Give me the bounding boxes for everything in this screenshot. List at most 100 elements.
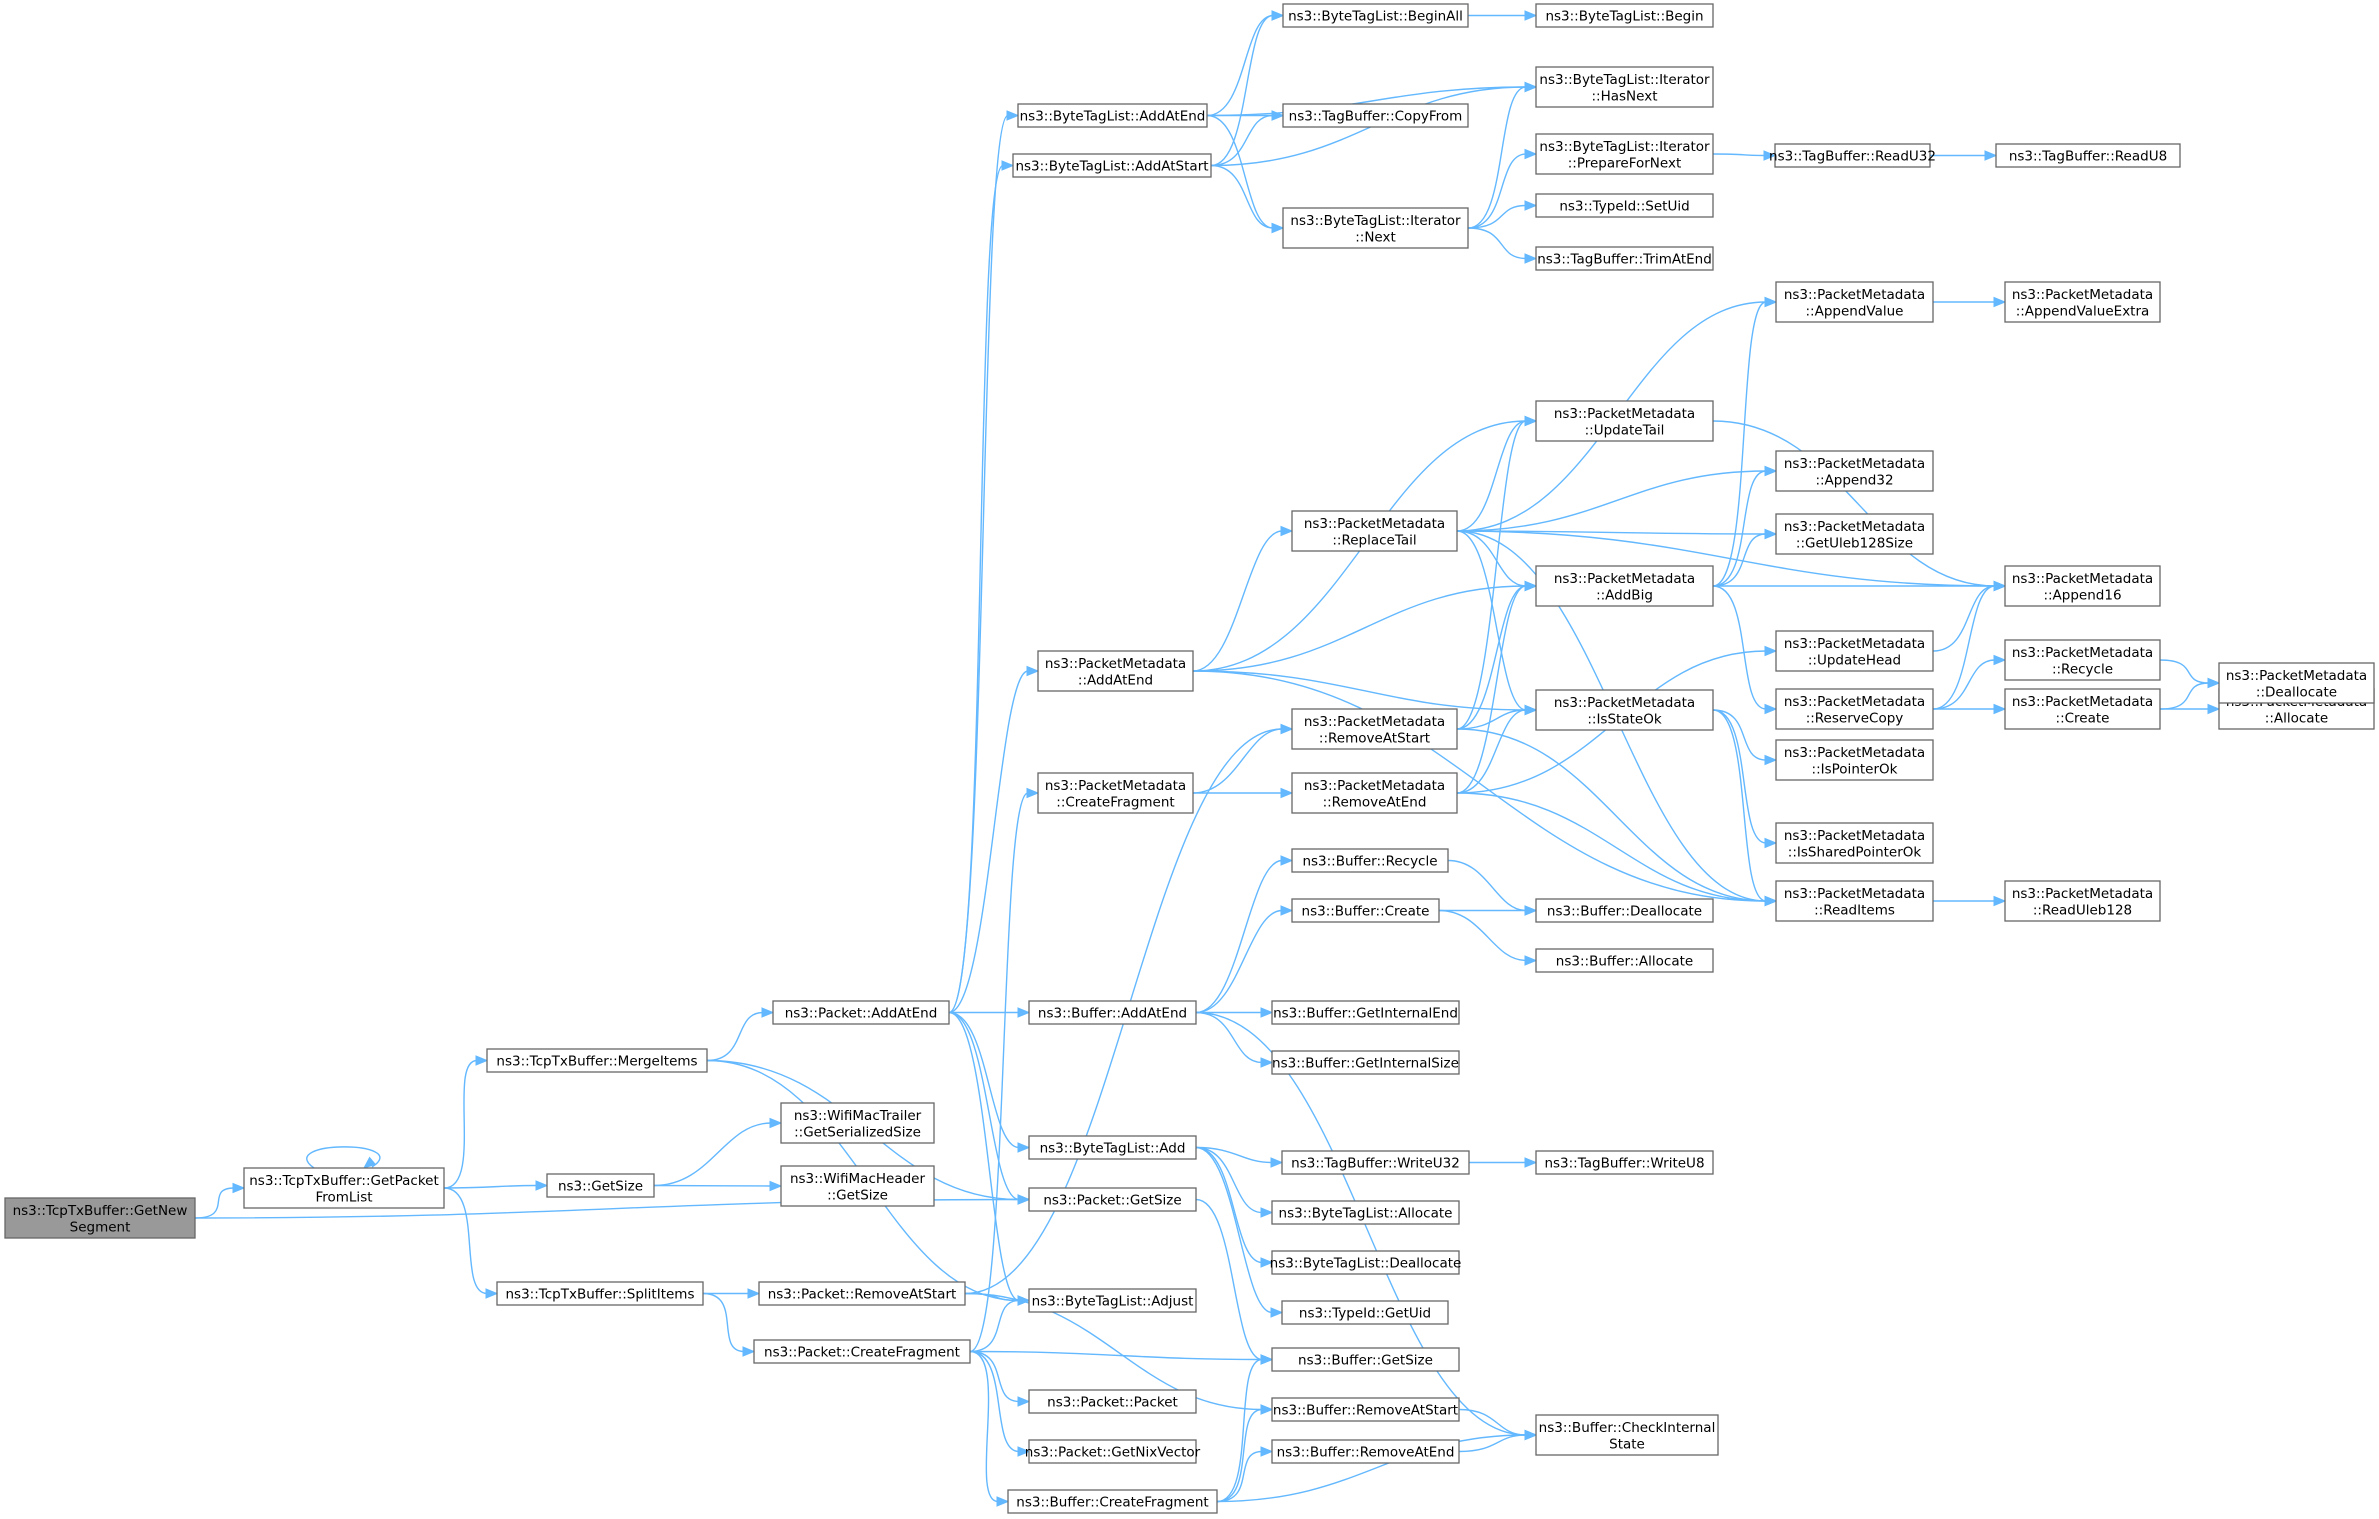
edge-line (969, 1350, 1020, 1403)
node-bytetaglist-iterator-next[interactable]: ns3::ByteTagList::Iterator::Next (1282, 207, 1469, 249)
node-bytetaglist-iterator-hasnext[interactable]: ns3::ByteTagList::Iterator::HasNext (1535, 66, 1714, 108)
node-buffer-create[interactable]: ns3::Buffer::Create (1291, 898, 1440, 923)
edge-arrowhead (1764, 703, 1778, 715)
node-tagbuffer-writeu32[interactable]: ns3::TagBuffer::WriteU32 (1281, 1150, 1470, 1175)
node-label: ns3::Buffer::GetInternalEnd (1273, 1006, 1458, 1022)
node-bytetaglist-addatstart[interactable]: ns3::ByteTagList::AddAtStart (1012, 153, 1212, 178)
node-buffer-getinternalend[interactable]: ns3::Buffer::GetInternalEnd (1271, 1000, 1460, 1025)
node-buffer-deallocate[interactable]: ns3::Buffer::Deallocate (1535, 898, 1714, 923)
edge-n6-n9 (948, 160, 1015, 1014)
edge-n62-n53 (1216, 1354, 1274, 1503)
node-packetmetadata-readuleb128[interactable]: ns3::PacketMetadata::ReadUleb128 (2004, 880, 2161, 922)
node-packetmetadata-removeatend[interactable]: ns3::PacketMetadata::RemoveAtEnd (1291, 772, 1458, 814)
node-packetmetadata-isstateok[interactable]: ns3::PacketMetadata::IsStateOk (1535, 689, 1714, 731)
edge-n30-n33 (1933, 296, 2007, 308)
node-packetmetadata-createfragment[interactable]: ns3::PacketMetadata::CreateFragment (1037, 772, 1194, 814)
node-packetmetadata-addbig[interactable]: ns3::PacketMetadata::AddBig (1535, 565, 1714, 607)
node-box (1535, 66, 1714, 108)
node-getsize[interactable]: ns3::GetSize (546, 1173, 655, 1198)
node-packetmetadata-reservecopy[interactable]: ns3::PacketMetadata::ReserveCopy (1775, 688, 1934, 730)
node-packet-removeatstart[interactable]: ns3::Packet::RemoveAtStart (758, 1281, 966, 1306)
node-packet-getnixvector[interactable]: ns3::Packet::GetNixVector (1025, 1439, 1201, 1464)
node-tagbuffer-readu32[interactable]: ns3::TagBuffer::ReadU32 (1769, 143, 1936, 168)
node-packetmetadata-addatend[interactable]: ns3::PacketMetadata::AddAtEnd (1037, 650, 1194, 692)
node-bytetaglist-addatend[interactable]: ns3::ByteTagList::AddAtEnd (1017, 103, 1208, 128)
node-label: ::IsPointerOk (1812, 761, 1898, 777)
node-buffer-recycle[interactable]: ns3::Buffer::Recycle (1291, 848, 1449, 873)
edge-n18-n21 (1712, 150, 1777, 161)
node-label: ns3::Buffer::GetInternalSize (1272, 1056, 1459, 1072)
node-box (1028, 1000, 1197, 1025)
node-packetmetadata-append16[interactable]: ns3::PacketMetadata::Append16 (2004, 565, 2161, 607)
edge-arrowhead (1763, 150, 1777, 161)
node-tagbuffer-writeu8[interactable]: ns3::TagBuffer::WriteU8 (1535, 1150, 1714, 1175)
edge-line (1195, 909, 1283, 1014)
edge-line (1216, 1434, 1527, 1503)
edge-line (306, 1146, 381, 1169)
edge-line (1210, 14, 1274, 167)
node-packetmetadata-readitems[interactable]: ns3::PacketMetadata::ReadItems (1775, 880, 1934, 922)
node-box (1291, 772, 1458, 814)
node-packet-getsize[interactable]: ns3::Packet::GetSize (1028, 1187, 1197, 1212)
node-bytetaglist-deallocate[interactable]: ns3::ByteTagList::Deallocate (1270, 1250, 1462, 1275)
node-label: ns3::TcpTxBuffer::GetPacket (249, 1173, 439, 1189)
edge-arrowhead (475, 1055, 489, 1066)
node-packetmetadata-replacetail[interactable]: ns3::PacketMetadata::ReplaceTail (1291, 510, 1458, 552)
node-tcptxbuffer-mergeitems[interactable]: ns3::TcpTxBuffer::MergeItems (486, 1048, 708, 1073)
node-buffer-removeatend[interactable]: ns3::Buffer::RemoveAtEnd (1271, 1439, 1460, 1464)
edge-n23-n29 (1712, 465, 1778, 587)
node-bytetaglist-beginall[interactable]: ns3::ByteTagList::BeginAll (1282, 3, 1469, 28)
node-buffer-allocate[interactable]: ns3::Buffer::Allocate (1535, 948, 1714, 973)
node-packetmetadata-ispointerok[interactable]: ns3::PacketMetadata::IsPointerOk (1775, 739, 1934, 781)
node-buffer-createfragment[interactable]: ns3::Buffer::CreateFragment (1007, 1489, 1218, 1514)
node-packetmetadata-deallocate[interactable]: ns3::PacketMetadata::Deallocate (2218, 662, 2375, 704)
node-packet-addatend[interactable]: ns3::Packet::AddAtEnd (772, 1000, 950, 1025)
node-packetmetadata-appendvalue[interactable]: ns3::PacketMetadata::AppendValue (1775, 281, 1934, 323)
edge-n62-n66 (1216, 1446, 1274, 1503)
node-label: ::GetUleb128Size (1796, 535, 1913, 551)
node-label: ns3::PacketMetadata (1784, 745, 1925, 761)
node-typeid-getuid[interactable]: ns3::TypeId::GetUid (1281, 1300, 1449, 1325)
node-packetmetadata-append32[interactable]: ns3::PacketMetadata::Append32 (1775, 450, 1934, 492)
node-packet-packet[interactable]: ns3::Packet::Packet (1028, 1389, 1197, 1414)
node-bytetaglist-add[interactable]: ns3::ByteTagList::Add (1028, 1135, 1197, 1160)
node-packetmetadata-issharedpointerok[interactable]: ns3::PacketMetadata::IsSharedPointerOk (1775, 822, 1934, 864)
node-bytetaglist-begin[interactable]: ns3::ByteTagList::Begin (1535, 3, 1714, 28)
node-typeid-setuid[interactable]: ns3::TypeId::SetUid (1535, 193, 1714, 218)
node-buffer-removeatstart[interactable]: ns3::Buffer::RemoveAtStart (1271, 1397, 1460, 1422)
edge-line (969, 1299, 1020, 1353)
node-packetmetadata-create[interactable]: ns3::PacketMetadata::Create (2004, 688, 2161, 730)
edge-line (1195, 1146, 1263, 1214)
edge-n63-n60 (1193, 787, 1294, 799)
node-bytetaglist-adjust[interactable]: ns3::ByteTagList::Adjust (1028, 1288, 1197, 1313)
node-packetmetadata-getuleb128size[interactable]: ns3::PacketMetadata::GetUleb128Size (1775, 513, 1934, 555)
node-tcptxbuffer-splititems[interactable]: ns3::TcpTxBuffer::SplitItems (496, 1281, 704, 1306)
node-label: ns3::TcpTxBuffer::GetNew (13, 1203, 188, 1219)
node-packetmetadata-updatetail[interactable]: ns3::PacketMetadata::UpdateTail (1535, 400, 1714, 442)
node-tagbuffer-readu8[interactable]: ns3::TagBuffer::ReadU8 (1995, 143, 2181, 168)
edge-line (1192, 728, 1283, 794)
edge-arrowhead (1271, 222, 1285, 234)
node-buffer-addatend[interactable]: ns3::Buffer::AddAtEnd (1028, 1000, 1197, 1025)
node-tagbuffer-trimatend[interactable]: ns3::TagBuffer::TrimAtEnd (1535, 246, 1714, 271)
node-packetmetadata-recycle[interactable]: ns3::PacketMetadata::Recycle (2004, 639, 2161, 681)
node-wifimacheader-getsize[interactable]: ns3::WifiMacHeader::GetSize (780, 1165, 935, 1207)
node-bytetaglist-iterator-preparefornext[interactable]: ns3::ByteTagList::Iterator::PrepareForNe… (1535, 133, 1714, 175)
node-packet-createfragment[interactable]: ns3::Packet::CreateFragment (753, 1339, 971, 1364)
node-buffer-getinternalsize[interactable]: ns3::Buffer::GetInternalSize (1271, 1050, 1460, 1075)
node-box (1775, 739, 1934, 781)
node-bytetaglist-allocate[interactable]: ns3::ByteTagList::Allocate (1271, 1200, 1460, 1225)
node-box (2004, 281, 2161, 323)
node-packetmetadata-updatehead[interactable]: ns3::PacketMetadata::UpdateHead (1775, 630, 1934, 672)
node-tagbuffer-copyfrom[interactable]: ns3::TagBuffer::CopyFrom (1282, 103, 1469, 128)
edge-line (1192, 530, 1283, 672)
node-buffer-getsize[interactable]: ns3::Buffer::GetSize (1271, 1347, 1460, 1372)
node-packetmetadata-removeatstart[interactable]: ns3::PacketMetadata::RemoveAtStart (1291, 708, 1458, 750)
node-wifimactrailer-getserializedsize[interactable]: ns3::WifiMacTrailer::GetSerializedSize (780, 1102, 935, 1144)
edge-n15-n18 (1467, 148, 1538, 229)
node-packetmetadata-appendvalueextra[interactable]: ns3::PacketMetadata::AppendValueExtra (2004, 281, 2161, 323)
